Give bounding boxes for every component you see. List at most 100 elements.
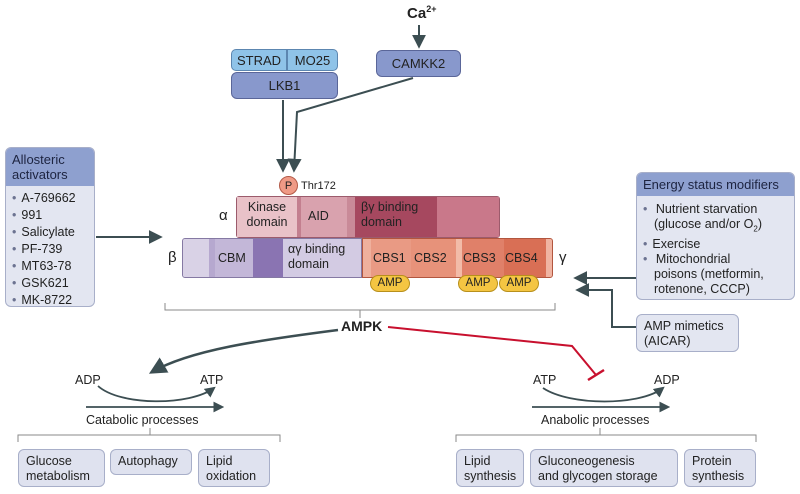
energy-item-mito-line2: poisons (metformin, (654, 266, 764, 281)
amp-badge-cbs4: AMP (499, 275, 539, 292)
ag-domain-block (283, 239, 361, 277)
alpha-divider-1 (297, 197, 301, 237)
bg-line1: βγ binding (361, 200, 419, 214)
oxygen-subscript: 2 (753, 224, 758, 234)
calcium-label: Ca2+ (407, 4, 436, 22)
strad-label: STRAD (236, 52, 282, 68)
mimetics-line1: AMP mimetics (644, 319, 724, 333)
amp-badge-cbs1: AMP (370, 275, 410, 292)
allosteric-item: 991 (12, 207, 94, 224)
beta-subunit (182, 238, 362, 278)
alpha-tail-block (437, 197, 499, 237)
anabolic-outcome-line1: Lipid (464, 454, 491, 468)
allosteric-header: Allosteric activators (6, 148, 94, 186)
calcium-charge: 2+ (426, 4, 437, 14)
energy-item-exercise: Exercise (643, 237, 794, 252)
beta-divider-1 (209, 239, 215, 277)
gamma-gap-block (456, 239, 462, 277)
anabolic-atp-label: ATP (533, 373, 557, 387)
energy-item-starvation-line1: Nutrient starvation (655, 202, 758, 216)
ampk-to-catabolic-arrow (148, 328, 339, 374)
beta-greek: β (168, 249, 177, 266)
bg-domain-block (355, 197, 437, 237)
anabolic-outcome-gluconeogenesis: Gluconeogenesis and glycogen storage (530, 449, 678, 487)
cbm-block (215, 239, 253, 277)
allosteric-item: MK-8722 (12, 292, 94, 306)
anabolic-outcome-protein: Protein synthesis (684, 449, 756, 487)
ag-binding-label: αγ binding domain (288, 242, 345, 272)
ag-line1: αγ binding (288, 242, 346, 256)
energy-list: Nutrient starvation (glucose and/or O2) … (637, 196, 794, 297)
gamma-subunit (362, 238, 553, 278)
energy-item-mito-line3: rotenone, CCCP) (654, 281, 750, 296)
amp-badge-cbs3: AMP (458, 275, 498, 292)
catabolic-bracket (17, 434, 281, 442)
anabolic-curve-arrow (542, 386, 665, 403)
allosteric-item: GSK621 (12, 275, 94, 292)
kinase-domain-label: Kinase domain (242, 200, 292, 230)
mimetics-to-gamma-arrow (575, 283, 636, 328)
energy-header: Energy status modifiers (637, 173, 794, 196)
mo25-box: MO25 (287, 49, 338, 71)
camkk2-box: CAMKK2 (376, 50, 461, 77)
cbs4-label: CBS4 (505, 251, 538, 265)
gamma-cterm-block (546, 239, 552, 277)
alpha-subunit (236, 196, 500, 238)
camkk2-to-thr172-arrow (287, 77, 414, 173)
bg-binding-label: βγ binding domain (361, 200, 418, 230)
anabolic-outcome-line2: and glycogen storage (538, 469, 658, 483)
aid-block (301, 197, 347, 237)
beta-nterm-block (183, 239, 209, 277)
allosteric-item: Salicylate (12, 224, 94, 241)
catabolic-outcome-line1: Lipid (206, 454, 233, 468)
allosteric-item: MT63-78 (12, 258, 94, 275)
catabolic-outcome-line1: Autophagy (118, 454, 178, 468)
mimetics-line2: (AICAR) (644, 334, 691, 348)
catabolic-outcome-line1: Glucose (26, 454, 72, 468)
allosteric-list: A-769662 991 Salicylate PF-739 MT63-78 G… (6, 186, 94, 306)
cbs4-block (504, 239, 546, 277)
alpha-divider-2 (347, 197, 355, 237)
cbs1-block (371, 239, 411, 277)
allosteric-item: PF-739 (12, 241, 94, 258)
anabolic-outcome-lipid: Lipid synthesis (456, 449, 524, 487)
energy-item-mito: Mitochondrial poisons (metformin, roteno… (643, 252, 794, 297)
beta-dark-block (253, 239, 283, 277)
camkk2-label: CAMKK2 (391, 56, 446, 71)
cbs2-block (411, 239, 456, 277)
energy-item-starvation: Nutrient starvation (glucose and/or O2) (643, 202, 794, 237)
anabolic-bracket (455, 434, 757, 442)
ampk-bracket (164, 303, 556, 311)
anabolic-adp-label: ADP (654, 373, 680, 387)
energy-item-starvation-close: ) (757, 217, 762, 231)
ampk-to-anabolic-inhibition (387, 326, 597, 376)
kinase-line1: Kinase (247, 200, 287, 214)
anabolic-outcome-line2: synthesis (692, 469, 745, 483)
kinase-line2: domain (246, 215, 288, 229)
cbs3-label: CBS3 (463, 251, 496, 265)
catabolic-outcome-line2: metabolism (26, 469, 90, 483)
energy-item-mito-line1: Mitochondrial (655, 251, 731, 266)
anabolic-outcome-line2: synthesis (464, 469, 517, 483)
catabolic-label: Catabolic processes (86, 413, 199, 427)
anabolic-outcome-line1: Protein (692, 454, 732, 468)
cbm-label: CBM (218, 251, 246, 265)
kinase-domain-block (237, 197, 297, 237)
lkb1-label: LKB1 (268, 78, 301, 93)
allosteric-item: A-769662 (12, 190, 94, 207)
mo25-label: MO25 (294, 52, 331, 68)
gamma-nterm-block (363, 239, 371, 277)
calcium-symbol: Ca (407, 5, 427, 22)
phospho-p-circle: P (279, 176, 298, 195)
catabolic-atp-label: ATP (200, 373, 224, 387)
anabolic-label: Anabolic processes (541, 413, 650, 427)
catabolic-outcome-line2: oxidation (206, 469, 257, 483)
anabolic-outcome-line1: Gluconeogenesis (538, 454, 635, 468)
allosteric-title-line2: activators (12, 167, 68, 182)
cbs2-label: CBS2 (414, 251, 447, 265)
allosteric-title-line1: Allosteric (12, 152, 65, 167)
allosteric-activators-panel: Allosteric activators A-769662 991 Salic… (5, 147, 95, 307)
amp-mimetics-box: AMP mimetics (AICAR) (636, 314, 739, 352)
catabolic-outcome-lipid: Lipid oxidation (198, 449, 270, 487)
